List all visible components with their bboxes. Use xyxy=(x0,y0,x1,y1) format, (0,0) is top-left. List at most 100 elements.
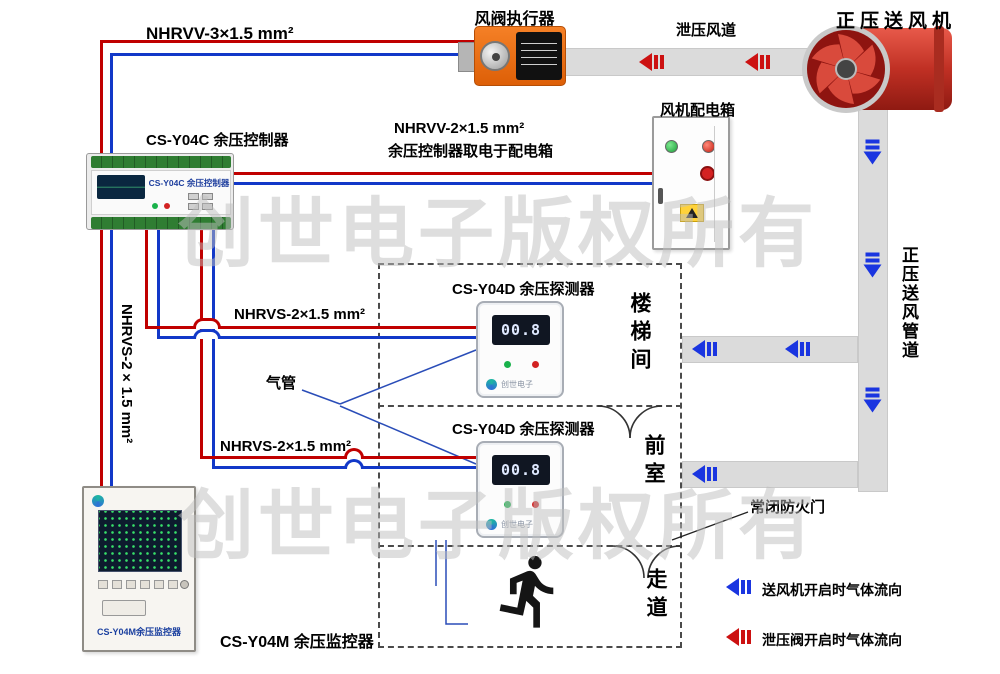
wire-red-actuator-horz xyxy=(100,40,482,43)
air-tube-lines xyxy=(301,349,477,625)
fire-door-symbols xyxy=(597,405,681,579)
wire-blue-actuator-horz xyxy=(110,53,482,56)
fire-door-label: 常闭防火门 xyxy=(750,499,826,516)
cable-label-detector1: NHRVS-2×1.5 mm² xyxy=(234,306,366,323)
brand-logo-icon xyxy=(92,495,104,507)
relief-duct xyxy=(563,48,840,76)
terminal-strip-top xyxy=(91,156,231,168)
actuator-shaft xyxy=(480,41,510,71)
wire-blue-detector2-vert xyxy=(212,228,215,469)
detector1-display: 00.8 xyxy=(492,315,550,345)
brand-logo-icon xyxy=(486,379,497,390)
fire-door-leader-line xyxy=(671,511,749,541)
actuator-nameplate xyxy=(516,32,562,80)
air-tube-label: 气管 xyxy=(266,375,297,392)
vent-slot xyxy=(102,600,146,616)
pressure-detector-1-device: 00.8 创世电子 xyxy=(476,301,564,398)
wire-red-detector1-horz xyxy=(145,326,476,329)
alarm-led xyxy=(164,203,170,209)
monitor-label: CS-Y04M 余压监控器 xyxy=(220,634,374,651)
fan-power-box-device xyxy=(652,116,730,250)
cable-label-actuator: NHRVV-3×1.5 mm² xyxy=(146,24,294,43)
fan-illustration xyxy=(802,25,952,113)
wire-red-monitor xyxy=(100,228,103,486)
keyhole xyxy=(180,580,189,589)
door-handle xyxy=(658,188,663,204)
legend-supply-arrow-icon xyxy=(726,578,751,596)
hazard-sticker xyxy=(680,204,704,222)
actuator-label: 风阀执行器 xyxy=(474,11,555,28)
room-label-stairwell: 楼梯间 xyxy=(628,292,651,376)
monitor-screen xyxy=(98,510,182,572)
legend-supply-text: 送风机开启时气体流向 xyxy=(762,582,902,598)
wire-hop xyxy=(344,459,364,469)
relief-flow-arrow xyxy=(745,53,770,71)
rooms-outline xyxy=(378,263,682,648)
wire-blue-monitor xyxy=(110,228,113,486)
wire-hop xyxy=(193,318,221,329)
supply-duct-label: 正压送风管道 xyxy=(899,246,918,360)
pressure-detector-2-device: 00.8 创世电子 xyxy=(476,441,564,538)
wire-red-detector2-horz xyxy=(200,456,476,459)
legend-relief-text: 泄压阀开启时气体流向 xyxy=(762,632,902,648)
supply-flow-arrow-left xyxy=(692,465,717,483)
detector1-label: CS-Y04D 余压探测器 xyxy=(452,281,595,298)
brand-text: 创世电子 xyxy=(501,520,533,529)
alarm-led xyxy=(532,361,539,368)
monitor-face-text: CS-Y04M余压监控器 xyxy=(96,627,181,637)
relief-flow-arrow xyxy=(639,53,664,71)
supply-flow-arrow-left xyxy=(785,340,810,358)
alarm-led xyxy=(532,501,539,508)
run-led xyxy=(504,361,511,368)
door-seam xyxy=(714,126,715,242)
pressure-monitor-device: CS-Y04M余压监控器 xyxy=(82,486,196,652)
supply-flow-arrow-left xyxy=(692,340,717,358)
run-led xyxy=(504,501,511,508)
wire-blue-actuator-vert xyxy=(110,53,113,155)
room-divider-frontroom-corridor xyxy=(378,545,682,547)
wire-blue-detector1-horz xyxy=(157,336,476,339)
controller-face-text: CS-Y04C 余压控制器 xyxy=(148,178,230,188)
controller-face: CS-Y04C 余压控制器 xyxy=(91,170,231,215)
pressure-controller-device: CS-Y04C 余压控制器 xyxy=(86,153,234,230)
cable-label-monitor: NHRVS-2×1.5 mm² xyxy=(118,304,135,444)
controller-label: CS-Y04C 余压控制器 xyxy=(146,132,289,149)
cable-label-power: NHRVV-2×1.5 mm² xyxy=(394,120,525,137)
cable-note-power: 余压控制器取电于配电箱 xyxy=(388,143,554,160)
controller-screen xyxy=(97,175,145,199)
relief-duct-label: 泄压风道 xyxy=(676,22,737,39)
detector2-display: 00.8 xyxy=(492,455,550,485)
red-pushbutton xyxy=(700,166,715,181)
supply-duct-branch-frontroom xyxy=(682,461,858,488)
pressure-fan-device xyxy=(800,20,962,118)
wire-red-detector2-vert xyxy=(200,228,203,459)
fan-box-label: 风机配电箱 xyxy=(660,102,736,119)
green-indicator-lamp xyxy=(665,140,678,153)
room-divider-stairwell-frontroom xyxy=(378,405,682,407)
wire-red-power xyxy=(234,172,652,175)
hazard-triangle-icon xyxy=(686,208,698,218)
fan-label: 正压送风机 xyxy=(836,11,957,32)
supply-duct-vertical xyxy=(858,108,888,492)
wire-red-detector1-vert xyxy=(145,228,148,329)
damper-actuator-device xyxy=(458,24,566,88)
wire-blue-power xyxy=(234,182,652,185)
room-label-corridor: 走道 xyxy=(644,568,667,624)
detector2-label: CS-Y04D 余压探测器 xyxy=(452,421,595,438)
brand-logo-icon xyxy=(486,519,497,530)
brand-text: 创世电子 xyxy=(501,380,533,389)
wire-red-actuator-vert xyxy=(100,40,103,155)
supply-duct-branch-stairwell xyxy=(682,336,858,363)
monitor-buttons xyxy=(98,580,178,589)
room-label-frontroom: 前室 xyxy=(642,434,665,490)
wire-hop xyxy=(193,329,221,339)
wire-blue-detector1-vert xyxy=(157,228,160,339)
terminal-strip-bottom xyxy=(91,217,231,229)
wire-hop xyxy=(344,448,364,459)
cable-label-detector2: NHRVS-2×1.5 mm² xyxy=(220,438,352,455)
run-led xyxy=(152,203,158,209)
running-person-icon xyxy=(499,555,554,628)
legend-relief-arrow-icon xyxy=(726,628,751,646)
